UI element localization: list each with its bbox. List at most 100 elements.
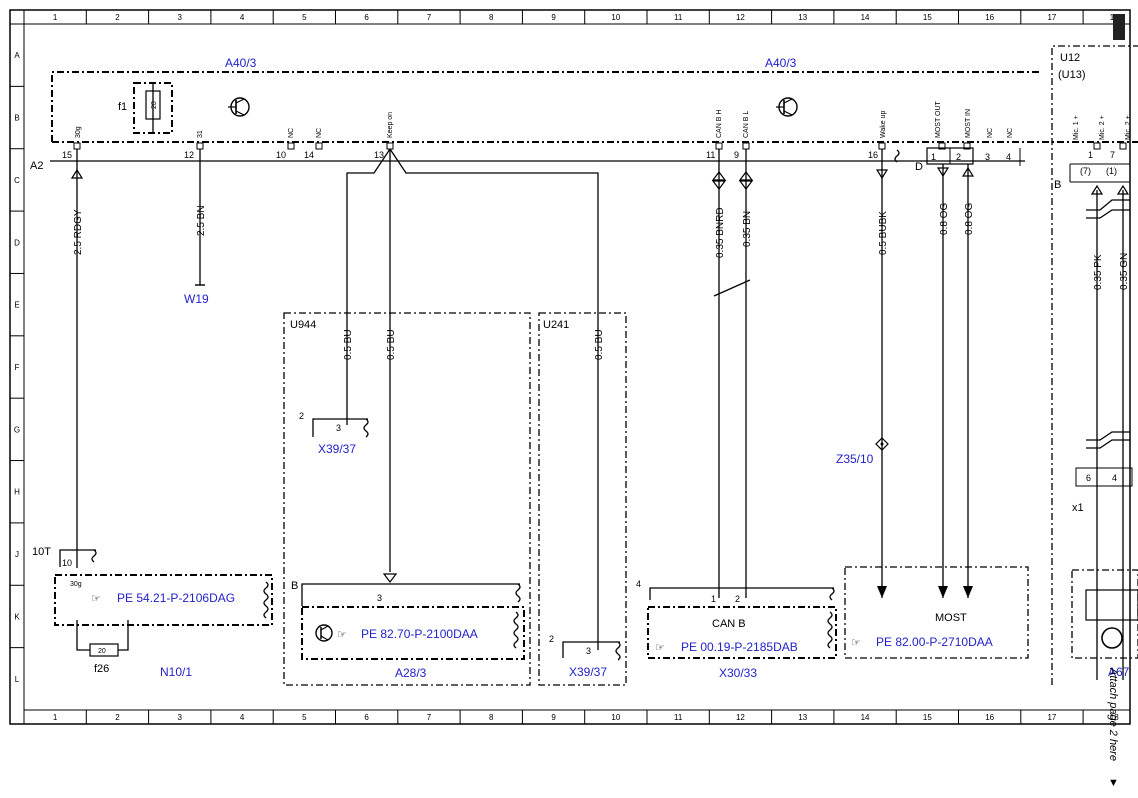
- x39b-number: 2: [549, 634, 554, 644]
- ref-a28[interactable]: PE 82.70-P-2100DAA: [361, 627, 478, 641]
- a40-label-right: A40/3: [765, 56, 797, 70]
- u944-box: [283, 312, 531, 686]
- column-number: 14: [861, 13, 870, 22]
- column-number: 17: [1047, 13, 1056, 22]
- pin-u12-1p: (1): [1106, 166, 1117, 176]
- x30-pin-1: 1: [711, 594, 716, 604]
- column-number: 18: [1110, 713, 1119, 722]
- row-letter: J: [15, 550, 19, 559]
- pointing-hand-icon: ☞: [337, 629, 347, 641]
- connector-d-label: D: [915, 161, 923, 173]
- wire-0-5-bu-b: 0.5 BU: [386, 329, 397, 360]
- x39-37-label-b: X39/37: [569, 665, 607, 679]
- x39a-number: 2: [299, 411, 304, 421]
- column-number: 1: [53, 13, 58, 22]
- column-number: 4: [240, 713, 245, 722]
- pin-14: 14: [304, 150, 314, 160]
- transistor-icon: [776, 97, 798, 117]
- pin-name-nc: NC: [1007, 128, 1014, 138]
- column-number: 2: [115, 713, 120, 722]
- a40-label-left: A40/3: [225, 56, 257, 70]
- pin-name-31: 31: [197, 130, 204, 138]
- pin-3: 3: [985, 152, 990, 162]
- row-letter: G: [14, 425, 20, 434]
- column-number: 6: [364, 713, 369, 722]
- row-letter: F: [15, 363, 20, 372]
- most-box: [844, 566, 1029, 659]
- column-number: 14: [861, 713, 870, 722]
- column-number: 10: [611, 13, 620, 22]
- pin-u12-1: 1: [1088, 150, 1093, 160]
- column-number: 5: [302, 713, 307, 722]
- microphone-icon: [1101, 627, 1123, 649]
- column-number: 16: [985, 13, 994, 22]
- row-letter: E: [14, 301, 19, 310]
- pin-name-mic1: Mic. 1 +: [1073, 115, 1080, 140]
- pin-u12-7: 7: [1110, 150, 1115, 160]
- wire-arrow-icon: [961, 166, 975, 177]
- x1-label: x1: [1072, 502, 1084, 514]
- drawing-area-border: [23, 23, 1131, 711]
- column-number: 5: [302, 13, 307, 22]
- column-number: 8: [489, 713, 494, 722]
- column-number: 11: [674, 713, 683, 722]
- u241-label: U241: [543, 319, 569, 331]
- a28-3-box: [301, 606, 525, 660]
- fuse-f1-box: [133, 82, 173, 134]
- column-number: 17: [1047, 713, 1056, 722]
- column-number: 13: [798, 713, 807, 722]
- z35-10-label: Z35/10: [836, 452, 874, 466]
- x30-33-box: [647, 606, 837, 659]
- pin-name-nc: NC: [987, 128, 994, 138]
- x39b-pin: 3: [586, 646, 591, 656]
- a28-3-label: A28/3: [395, 666, 427, 680]
- pin-name-nc: NC: [316, 128, 323, 138]
- ref-most[interactable]: PE 82.00-P-2710DAA: [876, 635, 993, 649]
- u944-label: U944: [290, 319, 316, 331]
- a40-box-border: [51, 71, 1040, 142]
- wire-arrow-icon: [936, 167, 950, 178]
- pin-name-mic2b: Mic. 2 +: [1125, 115, 1132, 140]
- b-label-right: B: [1054, 179, 1061, 191]
- pin-name-most-in: MOST IN: [965, 109, 972, 138]
- 10t-label: 10T: [32, 546, 51, 558]
- pin-name-can-bh: CAN B H: [716, 110, 723, 138]
- transistor-icon: [228, 97, 250, 117]
- transistor-icon: [315, 624, 333, 642]
- column-number: 15: [923, 713, 932, 722]
- row-letter: A: [14, 51, 20, 60]
- column-number: 13: [798, 13, 807, 22]
- fuse-f1-label: f1: [118, 101, 127, 113]
- row-letter: D: [14, 238, 20, 247]
- pin-16: 16: [868, 150, 878, 160]
- column-number: 4: [240, 13, 245, 22]
- x30-pin-2: 2: [735, 594, 740, 604]
- column-number: 9: [551, 713, 556, 722]
- ref-n10[interactable]: PE 54.21-P-2106DAG: [117, 591, 235, 605]
- wire-arrow-icon: [70, 168, 84, 179]
- pin-name-wake-up: Wake up: [880, 111, 887, 138]
- f26-label: f26: [94, 663, 109, 675]
- row-letter: B: [14, 114, 19, 123]
- x1-pin-4: 4: [1112, 473, 1117, 483]
- wire-0-8-og-b: 0.8 OG: [964, 203, 975, 235]
- pin-15: 15: [62, 150, 72, 160]
- pin-name-30g: 30g: [75, 126, 82, 138]
- column-number: 3: [178, 713, 183, 722]
- pin-4: 4: [1006, 152, 1011, 162]
- u241-box: [538, 312, 627, 686]
- triangle-down-icon: ▼: [1108, 777, 1119, 789]
- wire-2-5-bn: 2.5 BN: [196, 205, 207, 236]
- pin-name-30g-lower: 30g: [70, 581, 82, 588]
- ref-x30[interactable]: PE 00.19-P-2185DAB: [681, 640, 798, 654]
- n10-1-box: [54, 574, 273, 626]
- x30-33-label: X30/33: [719, 666, 757, 680]
- pin-11: 11: [706, 150, 715, 160]
- pin-name-keep-on: Keep on: [387, 112, 394, 138]
- w19-label: W19: [184, 292, 209, 306]
- wire-2-5-rdgy: 2.5 RDGY: [73, 209, 84, 255]
